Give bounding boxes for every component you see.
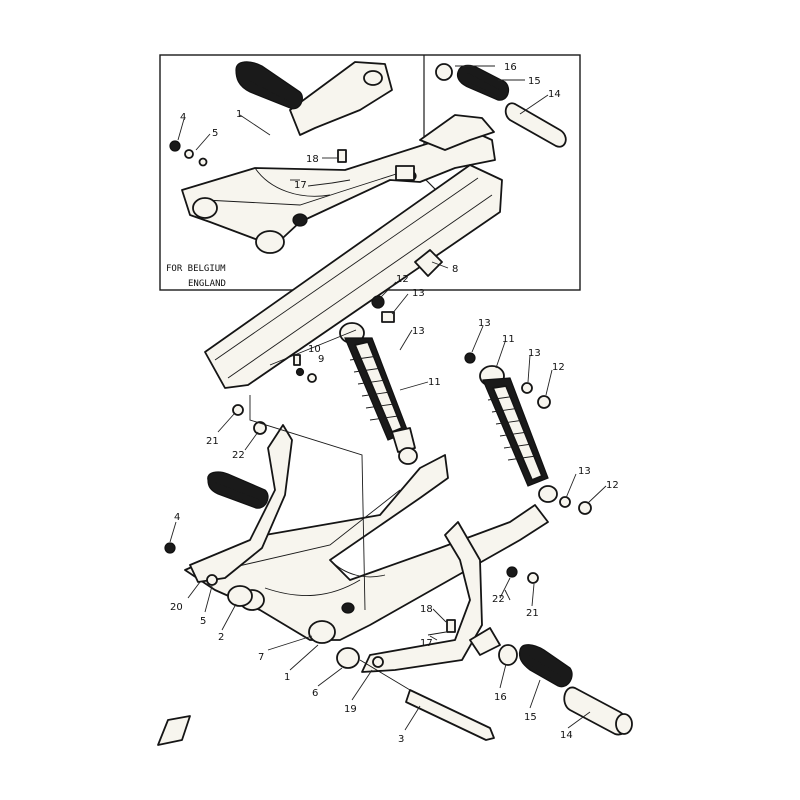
callout-13c: 13 <box>478 318 491 329</box>
callout-16: 16 <box>504 62 517 73</box>
callout-4: 4 <box>180 112 186 123</box>
callout-5b: 5 <box>200 616 206 627</box>
callout-18: 18 <box>306 154 319 165</box>
callout-5: 5 <box>212 128 218 139</box>
callout-labels: 1 4 5 16 15 14 18 17 8 12 13 13 10 9 11 … <box>170 62 619 745</box>
callout-20: 20 <box>170 602 183 613</box>
callout-15: 15 <box>528 76 541 87</box>
callout-17: 17 <box>294 180 307 191</box>
connection-lines <box>249 329 511 611</box>
inset-footrest-bracket <box>235 61 393 136</box>
inset-leaders <box>177 65 549 187</box>
callout-13b: 13 <box>412 326 425 337</box>
callout-7: 7 <box>258 652 264 663</box>
pivot-shaft <box>359 659 495 741</box>
callout-13d: 13 <box>528 348 541 359</box>
inset-hardware <box>169 140 415 184</box>
callout-11b: 11 <box>502 334 515 345</box>
callout-21b: 21 <box>526 608 539 619</box>
shock-absorber-left <box>339 322 418 465</box>
callout-3: 3 <box>398 734 404 745</box>
callout-9: 9 <box>318 354 324 365</box>
callout-18b: 18 <box>420 604 433 615</box>
callout-19: 19 <box>344 704 357 715</box>
callout-12c: 12 <box>606 480 619 491</box>
inset-regional-variant: FOR BELGIUM ENGLAND <box>159 54 581 291</box>
main-hardware <box>157 295 592 746</box>
callout-13: 13 <box>412 288 425 299</box>
callout-13e: 13 <box>578 466 591 477</box>
callout-14b: 14 <box>560 730 573 741</box>
callout-16b: 16 <box>494 692 507 703</box>
callout-14: 14 <box>548 89 561 100</box>
inset-note-line1: FOR BELGIUM <box>166 264 226 274</box>
callout-8: 8 <box>452 264 458 275</box>
callout-10: 10 <box>308 344 321 355</box>
callout-15b: 15 <box>524 712 537 723</box>
callout-12: 12 <box>396 274 409 285</box>
right-grip-assembly <box>498 644 633 736</box>
callout-22: 22 <box>232 450 245 461</box>
callout-4b: 4 <box>174 512 180 523</box>
inset-right-grip <box>435 63 567 148</box>
leader-lines <box>169 179 607 731</box>
inset-note-line2: ENGLAND <box>188 279 226 289</box>
inset-swing-arm <box>181 129 496 254</box>
left-footrest-bracket <box>189 424 293 583</box>
callout-17b: 17 <box>420 638 433 649</box>
callout-1: 1 <box>236 109 242 120</box>
callout-12b: 12 <box>552 362 565 373</box>
callout-11: 11 <box>428 377 441 388</box>
callout-22b: 22 <box>492 594 505 605</box>
chain-case <box>204 164 503 389</box>
callout-6: 6 <box>312 688 318 699</box>
callout-21: 21 <box>206 436 219 447</box>
callout-2: 2 <box>218 632 224 643</box>
callout-1b: 1 <box>284 672 290 683</box>
shock-absorber-right <box>479 365 558 503</box>
